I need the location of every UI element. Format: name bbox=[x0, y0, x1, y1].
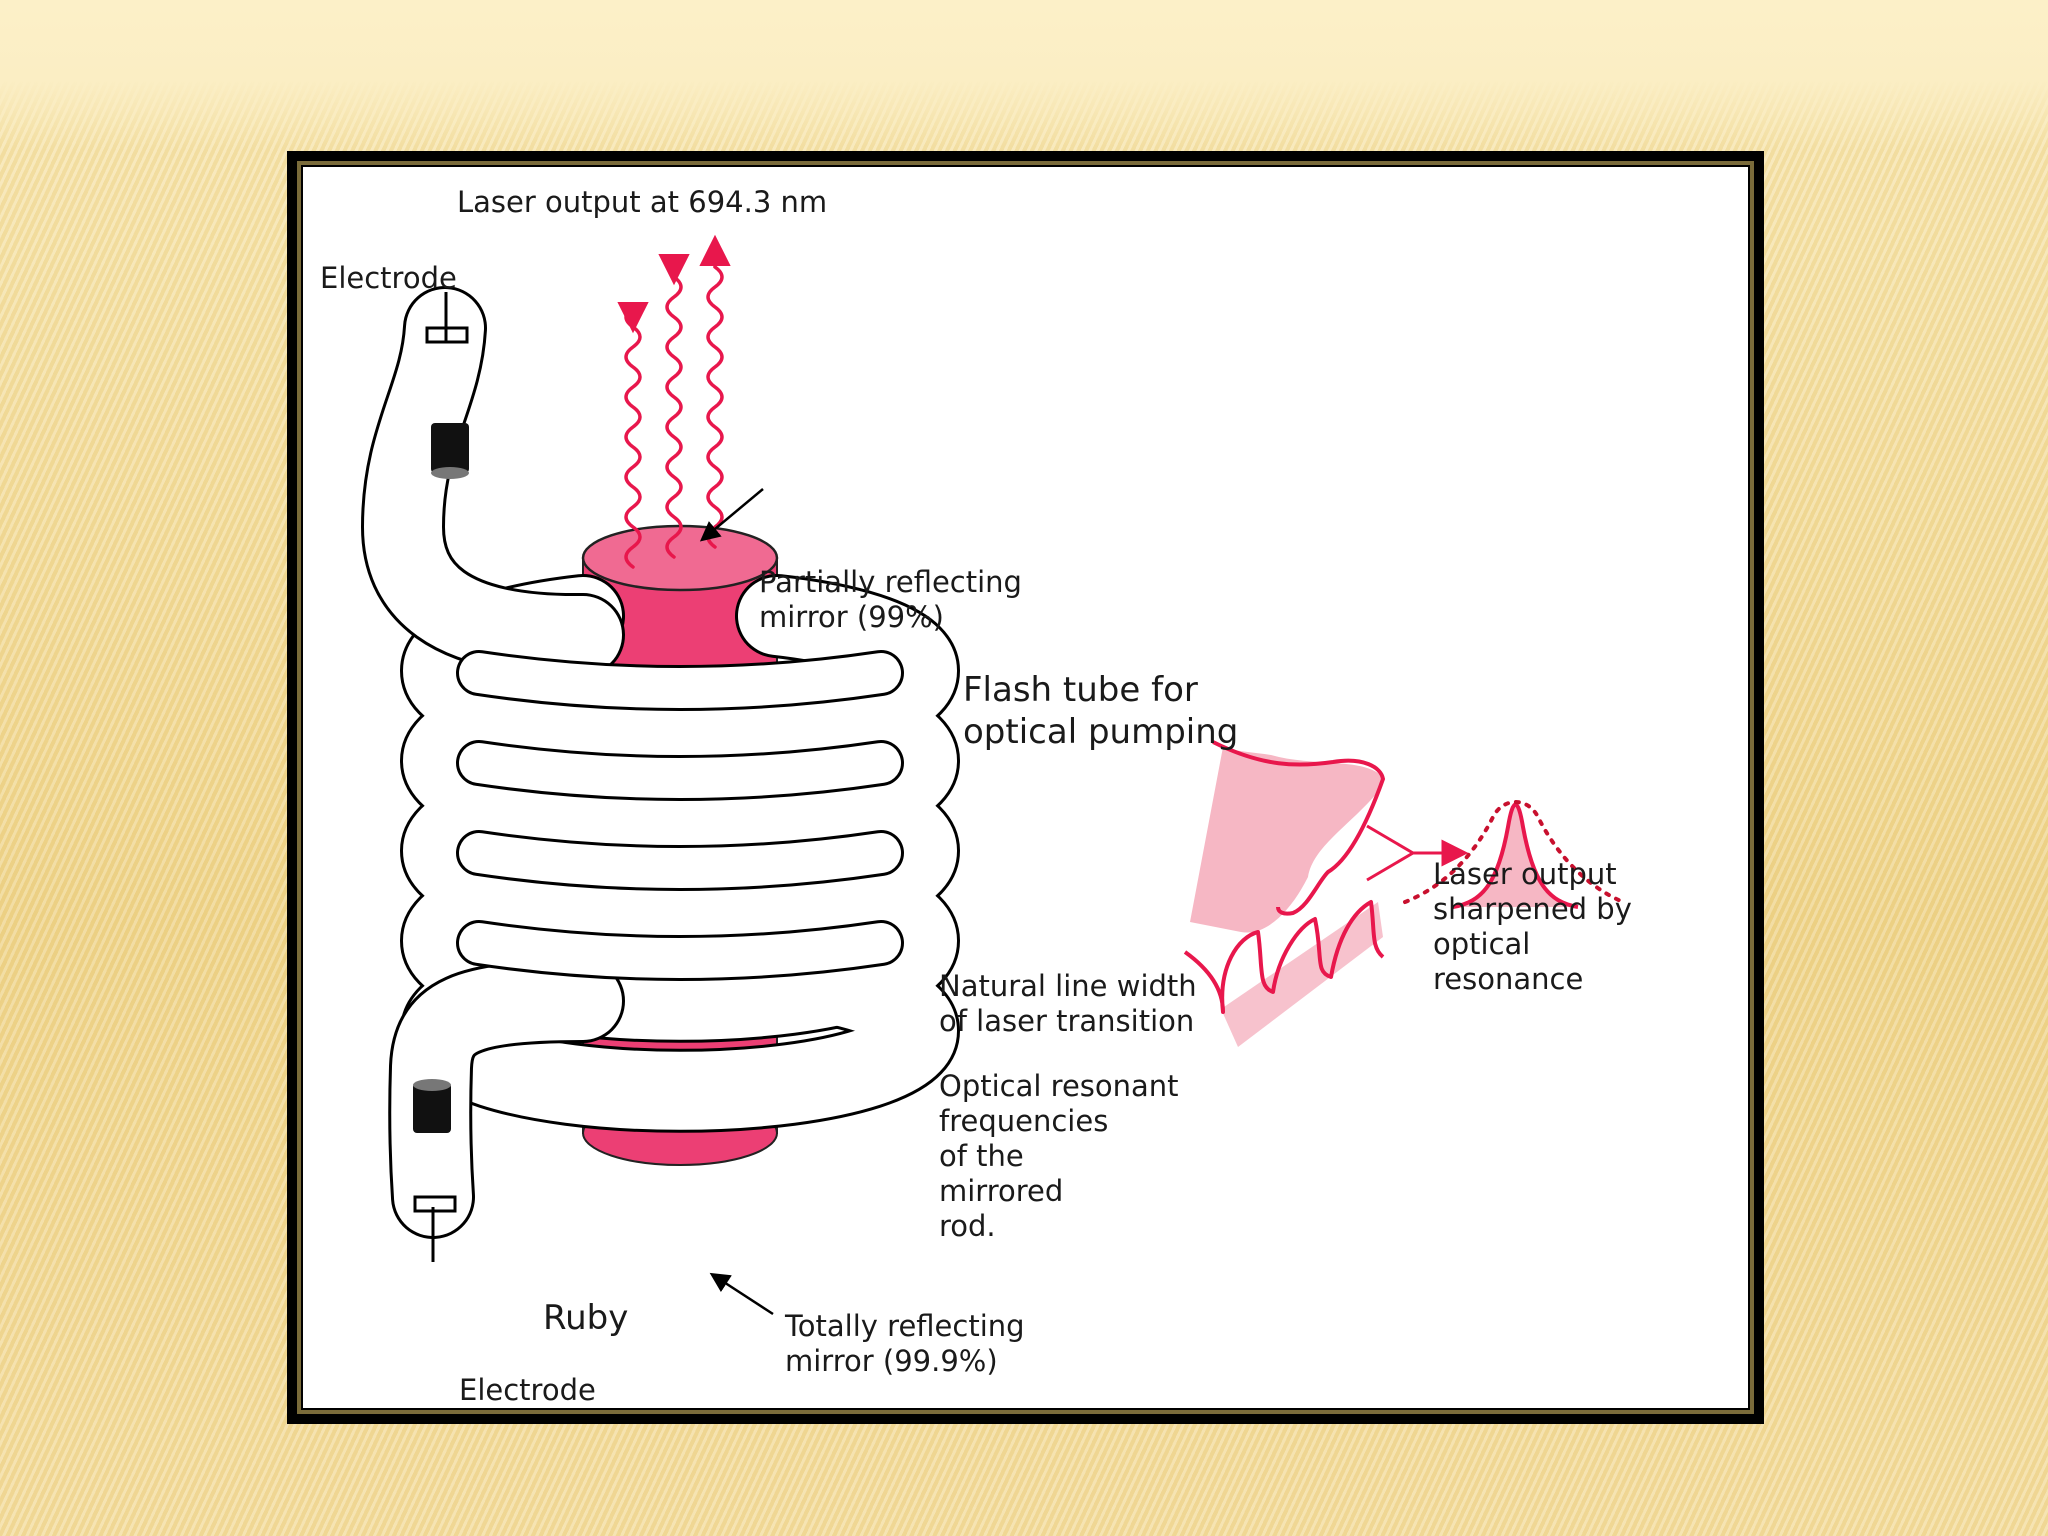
merge-arrows bbox=[1366, 824, 1469, 882]
label-natural-line-width: Natural line width of laser transition bbox=[939, 969, 1197, 1038]
label-laser-sharpened: Laser output sharpened by optical resona… bbox=[1433, 857, 1632, 996]
flash-tube-coil bbox=[360, 286, 960, 1239]
coil-front-strands bbox=[456, 650, 904, 981]
frame-border: Laser output at 694.3 nm Electrode Parti… bbox=[297, 161, 1754, 1414]
resonant-frequency-comb bbox=[1183, 900, 1385, 1047]
label-partial-mirror: Partially reflecting mirror (99%) bbox=[759, 565, 1022, 634]
ruby-laser-diagram bbox=[360, 234, 1625, 1316]
label-resonant-frequencies: Optical resonant frequencies of the mirr… bbox=[939, 1069, 1179, 1243]
label-electrode-bottom: Electrode bbox=[459, 1373, 596, 1407]
label-flash-tube: Flash tube for optical pumping bbox=[963, 670, 1239, 752]
label-electrode-top: Electrode bbox=[320, 261, 457, 295]
diagram-canvas: Laser output at 694.3 nm Electrode Parti… bbox=[301, 165, 1750, 1410]
sharpened-output-peak bbox=[1403, 800, 1625, 909]
electrode-top bbox=[431, 292, 469, 479]
label-ruby: Ruby bbox=[543, 1298, 629, 1338]
laser-output-waves bbox=[617, 234, 731, 569]
natural-line-width-curve bbox=[1190, 740, 1386, 933]
pointer-arrows bbox=[699, 488, 774, 1316]
diagram-frame: Laser output at 694.3 nm Electrode Parti… bbox=[287, 151, 1764, 1424]
label-total-mirror: Totally reflecting mirror (99.9%) bbox=[785, 1309, 1025, 1378]
label-laser-output: Laser output at 694.3 nm bbox=[457, 185, 828, 219]
electrode-bottom bbox=[413, 1079, 451, 1262]
